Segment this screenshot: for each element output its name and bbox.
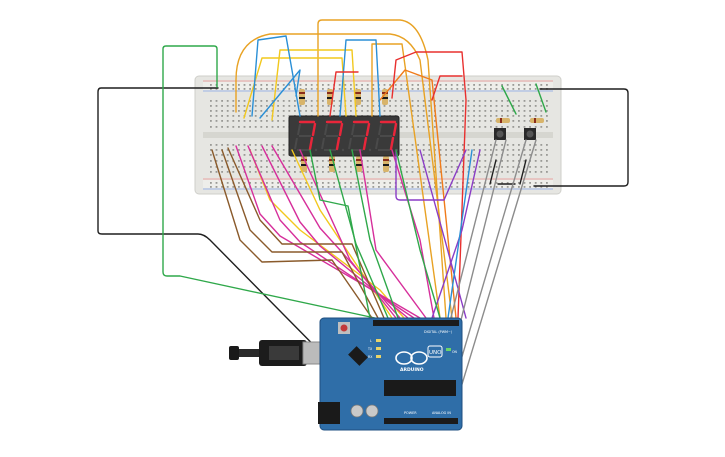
arduino-logo [395, 345, 443, 365]
pushbutton-2[interactable] [524, 128, 536, 140]
on-label: ON [452, 350, 458, 354]
capacitor [350, 404, 364, 418]
tx-label: TX [367, 347, 373, 351]
power-jack[interactable] [318, 402, 340, 424]
resistor-button-1[interactable] [496, 118, 510, 123]
capacitor [365, 404, 379, 418]
resistor-bottom-3[interactable] [356, 156, 362, 172]
usb-cable-icon [229, 340, 307, 366]
digital-header[interactable] [373, 320, 459, 326]
display-digit [348, 120, 372, 152]
arduino-uno[interactable]: ARDUINO UNO DIGITAL (PWM~) POWER ANALOG … [318, 317, 463, 431]
resistor-top-1[interactable] [299, 89, 305, 105]
analog-header[interactable] [384, 418, 458, 424]
microcontroller-chip [384, 380, 456, 396]
power-jack-icon [318, 402, 340, 424]
jumper-wires[interactable] [97, 19, 629, 405]
model-label: UNO [429, 350, 442, 356]
resistor-bottom-4[interactable] [383, 156, 389, 172]
digital-label: DIGITAL (PWM~) [424, 330, 453, 334]
resistor-button-2[interactable] [530, 118, 544, 123]
reset-button[interactable] [338, 322, 350, 334]
usb-cable[interactable] [229, 340, 326, 366]
seven-segment-display[interactable] [288, 115, 400, 157]
pushbutton-1[interactable] [494, 128, 506, 140]
resistor-top-3[interactable] [355, 89, 361, 105]
reset-button-icon [340, 324, 348, 332]
resistor-bottom-2[interactable] [329, 156, 335, 172]
display-digit [375, 120, 399, 152]
display-digit [294, 120, 318, 152]
l-label: L [370, 339, 372, 343]
brand-label: ARDUINO [400, 367, 424, 373]
wire-black-right [533, 88, 629, 187]
wire-black-left [97, 87, 357, 389]
display-digit [321, 120, 345, 152]
usb-chip [348, 346, 368, 366]
wire-green-long [162, 45, 376, 319]
power-label: POWER [404, 411, 417, 415]
analog-label: ANALOG IN [432, 411, 451, 415]
rx-label: RX [368, 355, 373, 359]
